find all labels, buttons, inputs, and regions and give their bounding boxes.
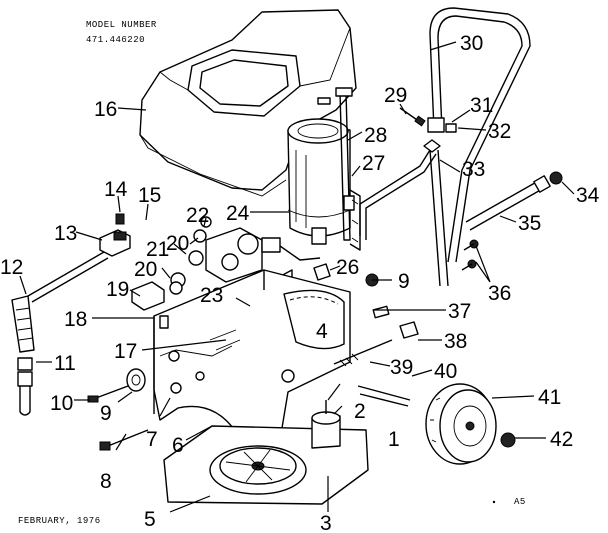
callout-28: 28 <box>364 124 387 147</box>
callout-14: 14 <box>104 178 128 201</box>
callout-4: 4 <box>316 320 328 343</box>
callout-labels: 1 2 3 4 5 6 7 8 9 9 10 11 12 13 14 15 16… <box>0 32 600 533</box>
callout-20-lower: 20 <box>134 258 157 281</box>
callout-22: 22 <box>186 204 209 227</box>
callout-8: 8 <box>100 470 112 493</box>
leader-lines <box>19 41 575 513</box>
callout-29: 29 <box>384 84 407 107</box>
handle-lower-tube-33 <box>423 139 449 287</box>
model-number-value: 471.446220 <box>86 35 145 45</box>
callout-33: 33 <box>462 158 485 181</box>
nut-42 <box>500 432 516 448</box>
callout-40: 40 <box>434 360 457 383</box>
page-code: A5 <box>514 497 526 507</box>
fitting-26 <box>313 263 331 281</box>
callout-30: 30 <box>460 32 483 55</box>
footer-dot <box>492 500 496 504</box>
callout-18: 18 <box>64 308 87 331</box>
callout-23: 23 <box>200 284 223 307</box>
callout-34: 34 <box>576 184 600 207</box>
chassis <box>153 269 351 459</box>
callout-2: 2 <box>354 400 366 423</box>
fittings-left <box>99 213 183 311</box>
callout-13: 13 <box>54 222 77 245</box>
callout-16: 16 <box>94 98 117 121</box>
wheel <box>425 383 497 465</box>
rod-10-11 <box>17 357 33 416</box>
callout-5: 5 <box>144 508 156 531</box>
shaft-40 <box>357 385 411 407</box>
callout-11: 11 <box>54 352 76 375</box>
motor <box>287 118 351 245</box>
handle-brace <box>359 149 437 240</box>
callout-42: 42 <box>550 428 573 451</box>
callout-9-right: 9 <box>398 270 410 293</box>
pump-assembly <box>170 216 321 288</box>
callout-19: 19 <box>106 278 129 301</box>
callout-1: 1 <box>388 428 400 451</box>
callout-37: 37 <box>448 300 471 323</box>
callout-36: 36 <box>488 282 511 305</box>
callout-17: 17 <box>114 340 137 363</box>
bolts-left <box>87 368 182 451</box>
callout-31: 31 <box>470 94 493 117</box>
callout-27: 27 <box>362 152 385 175</box>
callout-10: 10 <box>50 392 73 415</box>
callout-21: 21 <box>146 238 169 261</box>
callout-26: 26 <box>336 256 359 279</box>
callout-24: 24 <box>226 202 250 225</box>
callout-32: 32 <box>488 120 511 143</box>
support-rod <box>317 87 355 241</box>
callout-9-left: 9 <box>100 402 112 425</box>
fasteners-37-38 <box>372 305 419 339</box>
callout-6: 6 <box>172 434 184 457</box>
rod-39 <box>333 339 393 367</box>
callout-39: 39 <box>390 356 413 379</box>
handle <box>427 7 531 263</box>
callout-3: 3 <box>320 512 332 533</box>
callout-7: 7 <box>146 428 158 451</box>
callout-38: 38 <box>444 330 467 353</box>
lever-12 <box>11 251 109 353</box>
hood-cover <box>139 9 357 197</box>
callout-35: 35 <box>518 212 541 235</box>
callout-12: 12 <box>0 256 23 279</box>
bolts-36 <box>461 239 479 271</box>
axle <box>465 171 563 231</box>
model-number-label: MODEL NUMBER <box>86 20 157 30</box>
revision-date: FEBRUARY, 1976 <box>18 516 101 526</box>
callout-15: 15 <box>138 184 161 207</box>
callout-20-upper: 20 <box>166 232 189 255</box>
callout-41: 41 <box>538 386 561 409</box>
